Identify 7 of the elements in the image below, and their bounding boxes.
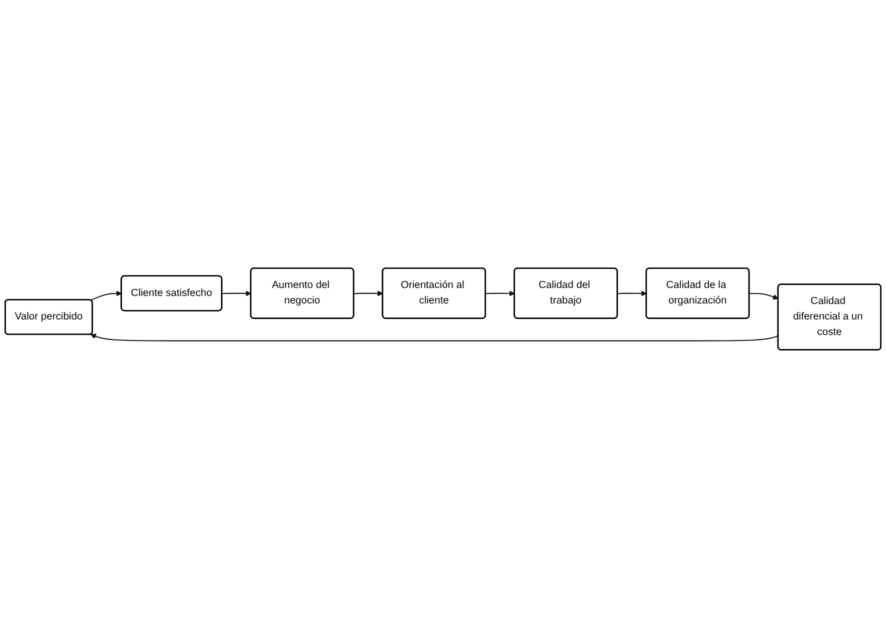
arrow: [90, 334, 778, 342]
arrow: [90, 290, 122, 301]
arrow: [618, 290, 647, 296]
arrow: [222, 290, 252, 296]
arrow: [749, 292, 779, 300]
arrow: [486, 290, 515, 296]
arrow: [354, 290, 384, 296]
